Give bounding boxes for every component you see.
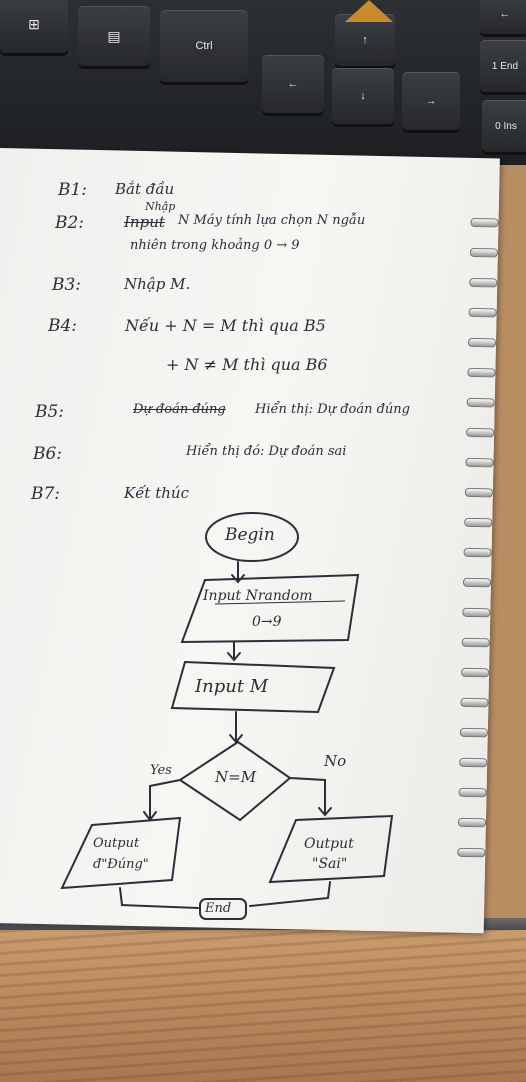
begin-oval <box>205 512 299 562</box>
up-arrow-key: ↑ <box>335 14 395 66</box>
menu-icon: ▤ <box>107 27 121 44</box>
step-b7-label: B7: <box>31 484 61 504</box>
step-b7-text: Kết thúc <box>124 484 189 502</box>
output-yes-label-line2: đ"Đúng" <box>93 857 149 872</box>
down-arrow-key: ↓ <box>332 68 394 124</box>
top-right-arrow-key: ← <box>480 0 526 34</box>
ins-key: 0 Ins <box>482 100 526 152</box>
step-b3-label: B3: <box>52 275 82 295</box>
step-b4-line2: + N ≠ M thì qua B6 <box>166 355 328 374</box>
ctrl-key: Ctrl <box>160 10 248 82</box>
windows-icon: ⊞ <box>28 15 40 32</box>
step-b2-label: B2: <box>55 213 85 233</box>
output-yes-parallelogram <box>60 816 182 890</box>
arrow-input-m-to-decision <box>229 711 243 744</box>
menu-key: ▤ <box>78 6 150 66</box>
left-arrow-key: ← <box>262 55 324 113</box>
step-b1-label: B1: <box>58 180 88 200</box>
yes-branch-line <box>143 779 181 822</box>
step-b2-text-cont: nhiên trong khoảng 0 → 9 <box>130 238 300 253</box>
yes-label: Yes <box>150 763 172 778</box>
step-b1-text: Bắt đầu <box>115 180 175 198</box>
step-b2-struck: Input <box>124 213 165 231</box>
decision-label: N=M <box>215 768 257 786</box>
step-b5-text: Hiển thị: Dự đoán đúng <box>255 402 410 417</box>
step-b5-label: B5: <box>35 402 65 422</box>
end-label: End <box>205 901 232 916</box>
line-yes-to-end <box>119 887 199 909</box>
windows-key: ⊞ <box>0 0 68 53</box>
output-no-label-line2: "Sai" <box>312 856 348 872</box>
step-b2-insert: Nhập <box>145 200 176 213</box>
line-no-to-end <box>249 881 331 907</box>
step-b6-text: Hiển thị đó: Dự đoán sai <box>186 444 347 459</box>
step-b2-text: N Máy tính lựa chọn N ngẫu <box>178 213 366 228</box>
end-box <box>199 898 247 920</box>
input-m-label: Input M <box>195 676 269 697</box>
arrow-input-to-input-m <box>227 641 241 662</box>
decision-diamond <box>178 740 292 822</box>
step-b4-label: B4: <box>48 316 78 336</box>
step-b5-struck: Dự đoán đúng <box>133 402 226 417</box>
output-no-label-line1: Output <box>304 836 354 852</box>
output-yes-label-line1: Output <box>93 836 140 851</box>
wooden-desk <box>0 930 526 1082</box>
step-b3-text: Nhập M. <box>124 275 191 293</box>
step-b6-label: B6: <box>33 444 63 464</box>
output-no-parallelogram <box>268 814 394 884</box>
no-label: No <box>324 752 347 770</box>
input-m-parallelogram <box>170 660 336 714</box>
keyboard: ⊞ ▤ Ctrl ↑ ← ↓ → 1 End 0 Ins ← <box>0 0 526 165</box>
right-arrow-key: → <box>402 72 460 130</box>
input-n-underline <box>214 600 346 605</box>
no-branch-line <box>289 777 332 817</box>
end-key: 1 End <box>480 40 526 92</box>
begin-label: Begin <box>225 525 275 545</box>
step-b4-line1: Nếu + N = M thì qua B5 <box>125 316 326 335</box>
input-n-parallelogram <box>180 573 360 644</box>
input-n-label-line1: Input Nrandom <box>203 588 313 604</box>
input-n-label-line2: 0→9 <box>252 614 282 630</box>
